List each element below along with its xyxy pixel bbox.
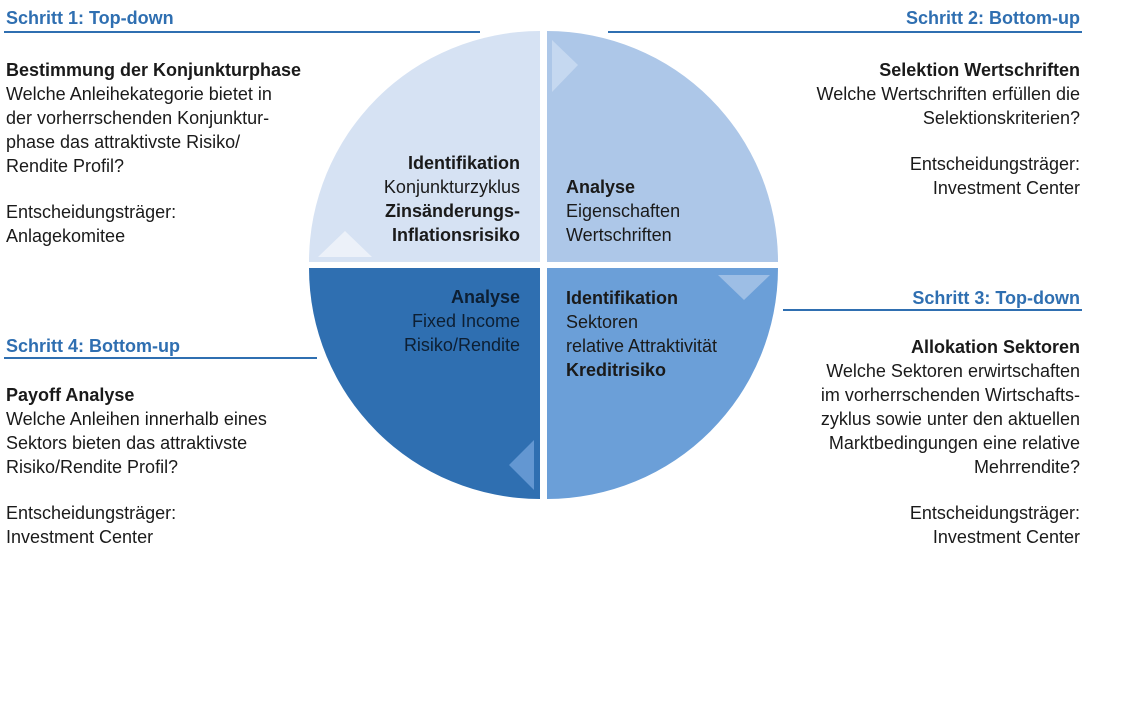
- step3-line: Welche Sektoren erwirtschaften: [826, 361, 1080, 381]
- step2-decider: Investment Center: [932, 178, 1080, 198]
- step4-line: Risiko/Rendite Profil?: [6, 457, 179, 477]
- arrow-up-icon: [318, 231, 372, 257]
- quadrant-title: Identifikation: [566, 288, 678, 308]
- step2-line: Welche Wertschriften erfüllen die: [816, 84, 1080, 104]
- step2-block: Schritt 2: Bottom-up Selektion Wertschri…: [817, 8, 1080, 200]
- step1-rule: [4, 31, 480, 33]
- step4-heading: Payoff Analyse: [6, 385, 135, 405]
- quadrant-line: Wertschriften: [566, 225, 672, 245]
- step4-line: Sektors bieten das attraktivste: [6, 433, 248, 453]
- step3-title: Schritt 3: Top-down: [912, 288, 1080, 308]
- quadrant-line-bold: Kreditrisiko: [566, 360, 667, 380]
- quadrant-top-left-text: Identifikation Konjunkturzyklus Zinsände…: [384, 151, 520, 247]
- quadrant-line: Sektoren: [566, 312, 639, 332]
- quadrant-bottom-right-text: Identifikation Sektoren relative Attrakt…: [566, 286, 717, 382]
- step3-decider-label: Entscheidungsträger:: [909, 503, 1080, 523]
- step3-line: Mehrrendite?: [973, 457, 1080, 477]
- step3-heading: Allokation Sektoren: [910, 337, 1080, 357]
- arrow-left-icon: [509, 440, 534, 490]
- quadrant-line-bold: Zinsänderungs-: [384, 201, 520, 221]
- step1-line: Welche Anleihekategorie bietet in: [6, 84, 272, 104]
- step3-block: Schritt 3: Top-down Allokation Sektoren …: [821, 288, 1080, 549]
- quadrant-title: Identifikation: [408, 153, 520, 173]
- quadrant-top-right: [547, 31, 778, 262]
- quadrant-bottom-right: [547, 268, 778, 499]
- step1-line: der vorherrschenden Konjunktur-: [6, 108, 270, 128]
- quadrant-bottom-left-text: Analyse Fixed Income Risiko/Rendite: [404, 285, 520, 357]
- quadrant-title: Analyse: [566, 177, 636, 197]
- step2-decider-label: Entscheidungsträger:: [909, 154, 1080, 174]
- step1-title: Schritt 1: Top-down: [6, 8, 174, 28]
- quadrant-title: Analyse: [450, 287, 520, 307]
- arrow-right-icon: [552, 40, 578, 92]
- step1-line: phase das attraktivste Risiko/: [6, 132, 241, 152]
- step2-rule: [608, 31, 1082, 33]
- step3-decider: Investment Center: [932, 527, 1080, 547]
- step4-title: Schritt 4: Bottom-up: [6, 336, 180, 356]
- quadrant-top-right-text: Analyse Eigenschaften Wertschriften: [566, 175, 680, 247]
- step4-block: Schritt 4: Bottom-up Payoff Analyse Welc…: [6, 336, 267, 549]
- quadrant-bottom-left: [309, 268, 540, 499]
- step1-decider: Anlagekomitee: [6, 226, 126, 246]
- step3-line: zyklus sowie unter den aktuellen: [820, 409, 1080, 429]
- quadrant-line: Eigenschaften: [566, 201, 681, 221]
- quadrant-line: Risiko/Rendite: [403, 335, 520, 355]
- quadrant-line: Fixed Income: [411, 311, 520, 331]
- step4-decider-label: Entscheidungsträger:: [6, 503, 177, 523]
- step1-decider-label: Entscheidungsträger:: [6, 202, 177, 222]
- step1-heading: Bestimmung der Konjunkturphase: [6, 60, 302, 80]
- step2-heading: Selektion Wertschriften: [879, 60, 1080, 80]
- step4-decider: Investment Center: [6, 527, 154, 547]
- step2-title: Schritt 2: Bottom-up: [906, 8, 1080, 28]
- quadrant-line: relative Attraktivität: [566, 336, 718, 356]
- step2-line: Selektionskriterien?: [922, 108, 1080, 128]
- step4-rule: [4, 357, 317, 359]
- step4-line: Welche Anleihen innerhalb eines: [6, 409, 267, 429]
- quadrant-line: Konjunkturzyklus: [383, 177, 520, 197]
- step3-line: im vorherrschenden Wirtschafts-: [820, 385, 1080, 405]
- step1-block: Schritt 1: Top-down Bestimmung der Konju…: [6, 8, 301, 248]
- quadrant-line-bold: Inflationsrisiko: [391, 225, 520, 245]
- quadrant-top-left: [309, 31, 540, 262]
- arrow-down-icon: [718, 275, 770, 300]
- step3-rule: [783, 309, 1082, 311]
- step3-line: Marktbedingungen eine relative: [828, 433, 1080, 453]
- step1-line: Rendite Profil?: [6, 156, 125, 176]
